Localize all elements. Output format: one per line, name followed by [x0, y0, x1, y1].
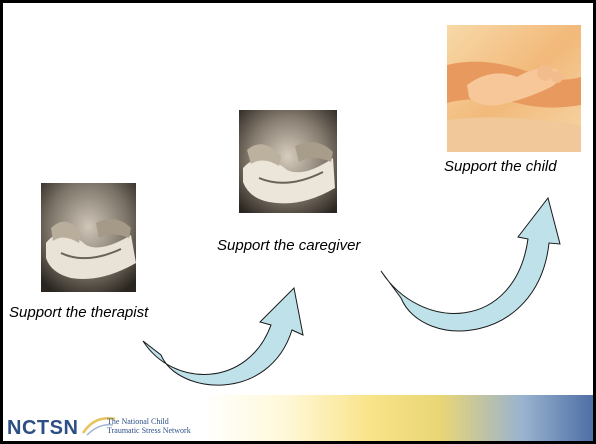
caregiver-hands-photo	[239, 110, 337, 213]
network-name-line1: The National Child	[107, 417, 169, 426]
curved-up-arrow-right	[380, 196, 561, 332]
baby-hand-photo	[447, 25, 581, 152]
caption-support-caregiver: Support the caregiver	[217, 237, 361, 254]
swoosh-icon	[81, 417, 116, 436]
network-name: The National Child Traumatic Stress Netw…	[107, 417, 191, 435]
therapist-hands-photo	[41, 183, 136, 292]
curved-up-arrow-left	[142, 286, 304, 386]
nctsn-logo: NCTSN	[7, 417, 79, 439]
caption-support-child: Support the child	[444, 158, 557, 175]
caption-support-therapist: Support the therapist	[9, 304, 149, 321]
network-name-line2: Traumatic Stress Network	[107, 426, 191, 435]
arrows-layer	[142, 196, 561, 386]
slide: Support the therapist Support the caregi…	[3, 3, 593, 441]
